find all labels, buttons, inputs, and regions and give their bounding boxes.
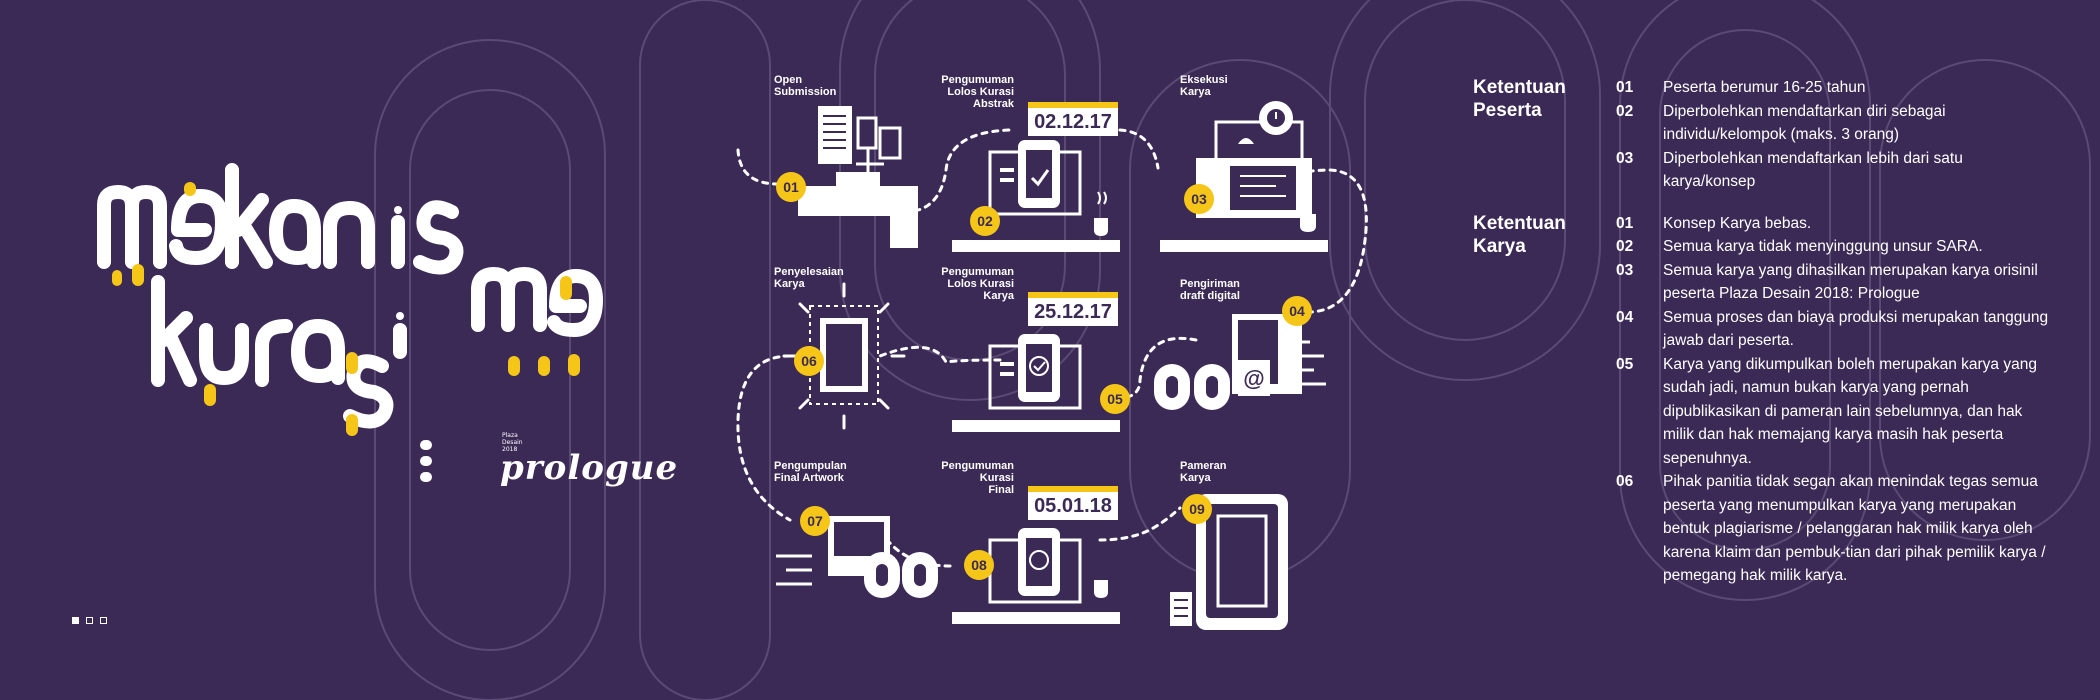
step-label-line: Eksekusi	[1180, 74, 1228, 86]
step-label-line: Submission	[774, 86, 837, 98]
section-title: Ketentuan Peserta	[1473, 77, 1566, 121]
logo-caption-line: 2018	[502, 446, 518, 453]
announcement-laptop-icon	[952, 334, 1120, 432]
step-label-line: Karya	[774, 278, 805, 290]
rule-text: Karya yang dikumpulkan boleh merupakan k…	[1663, 355, 2037, 467]
section-title: Ketentuan Karya	[1473, 212, 1566, 257]
step-label-line: Final	[988, 484, 1014, 496]
svg-text:@: @	[1243, 366, 1264, 391]
step-label-line: Pengiriman	[1180, 278, 1240, 290]
rule-item: 06 Pihak panitia tidak segan akan meninda…	[1616, 470, 2053, 588]
step-label-line: Kurasi	[979, 472, 1014, 484]
rule-list: 01 Konsep Karya bebas. 02 Semua karya tida…	[1616, 212, 2053, 588]
date-box-05: 25.12.17	[1028, 292, 1118, 326]
submission-icon	[798, 106, 918, 248]
rule-text: Semua proses dan biaya produksi merupaka…	[1663, 308, 2049, 350]
rule-item: 02 Semua karya tidak menyinggung unsur SA…	[1616, 235, 2053, 259]
step-label-line: Lolos Kurasi	[947, 278, 1014, 290]
step-label-line: draft digital	[1180, 290, 1240, 302]
rule-text: Peserta berumur 16-25 tahun	[1663, 79, 1866, 96]
rule-number: 01	[1616, 79, 1634, 96]
rule-number: 03	[1616, 149, 1634, 167]
pagination-dots	[72, 611, 114, 629]
rule-text: Pihak panitia tidak segan akan menindak …	[1663, 473, 2046, 584]
rule-text: Konsep Karya bebas.	[1663, 214, 1812, 232]
rules-panel: Ketentuan Peserta 01 Peserta berumur 16-2…	[1473, 76, 2053, 606]
step-label-line: Penyelesaian	[774, 266, 844, 278]
pagination-dot[interactable]	[86, 617, 93, 624]
step-badge-05: 05	[1100, 384, 1130, 414]
step-label-line: Pengumpulan	[774, 460, 847, 472]
email-send-icon: @	[1154, 314, 1326, 410]
rule-number: 05	[1616, 355, 1634, 373]
step-badge-02: 02	[970, 206, 1000, 236]
rule-text: Semua karya yang dihasilkan merupakan ka…	[1663, 261, 2038, 303]
step-label-line: Karya	[1180, 472, 1211, 484]
rule-item: 01 Peserta berumur 16-25 tahun	[1616, 76, 2053, 100]
step-label-line: Final Artwork	[774, 472, 844, 484]
rule-text: Diperbolehkan mendaftarkan diri sebagai …	[1663, 102, 1946, 144]
rule-number: 01	[1616, 214, 1634, 232]
step-label-line: Pameran	[1180, 460, 1227, 472]
rule-number: 06	[1616, 473, 1634, 490]
step-badge-09: 09	[1182, 494, 1212, 524]
date-box-02: 02.12.17	[1028, 102, 1118, 136]
execution-laptop-icon	[1160, 101, 1328, 252]
step-badge-04: 04	[1282, 296, 1312, 326]
step-label-line: Pengumuman	[941, 460, 1014, 472]
step-label-line: Open	[774, 74, 803, 86]
date-box-08: 05.01.18	[1028, 486, 1118, 520]
rule-text: Diperbolehkan mendaftarkan lebih dari sa…	[1663, 149, 1963, 191]
step-label-line: Pengumuman	[941, 74, 1014, 86]
artwork-finish-icon	[782, 282, 906, 430]
participant-rules: Ketentuan Peserta 01 Peserta berumur 16-2…	[1473, 76, 2053, 194]
artwork-rules: Ketentuan Karya 01 Konsep Karya bebas. 02…	[1473, 212, 2053, 588]
headline-lettering	[97, 163, 603, 482]
logo-caption: Plaza Desain 2018	[502, 432, 523, 453]
rule-item: 03 Diperbolehkan mendaftarkan lebih dari …	[1616, 147, 2053, 194]
rule-number: 04	[1616, 308, 1634, 326]
step-label-line: Karya	[983, 290, 1014, 302]
step-label-line: Lolos Kurasi	[947, 86, 1014, 98]
step-label-line: Abstrak	[973, 98, 1014, 110]
rule-item: 02 Diperbolehkan mendaftarkan diri sebaga…	[1616, 100, 2053, 147]
rule-item: 05 Karya yang dikumpulkan boleh merupakan…	[1616, 353, 2053, 471]
step-badge-07: 07	[800, 506, 830, 536]
rule-item: 04 Semua proses dan biaya produksi merupa…	[1616, 306, 2053, 353]
prologue-logo: prologue	[500, 448, 679, 488]
step-badge-06: 06	[794, 346, 824, 376]
rule-text: Semua karya tidak menyinggung unsur SARA…	[1663, 238, 1983, 255]
delivery-icon	[776, 516, 938, 598]
pagination-dot[interactable]	[100, 617, 107, 624]
pagination-dot-active[interactable]	[72, 617, 79, 624]
rule-item: 01 Konsep Karya bebas.	[1616, 212, 2053, 236]
logo-caption-line: Desain	[502, 439, 523, 446]
logo-caption-line: Plaza	[502, 432, 518, 439]
step-badge-01: 01	[776, 172, 806, 202]
rule-item: 03 Semua karya yang dihasilkan merupakan …	[1616, 259, 2053, 306]
step-label-line: Karya	[1180, 86, 1211, 98]
step-badge-03: 03	[1184, 184, 1214, 214]
rule-number: 02	[1616, 238, 1634, 255]
exhibition-frame-icon	[1170, 494, 1288, 630]
announcement-laptop-icon	[952, 140, 1120, 252]
announcement-laptop-icon	[952, 528, 1120, 624]
rule-number: 03	[1616, 261, 1634, 279]
step-badge-08: 08	[964, 550, 994, 580]
rule-number: 02	[1616, 102, 1634, 120]
step-label-line: Pengumuman	[941, 266, 1014, 278]
